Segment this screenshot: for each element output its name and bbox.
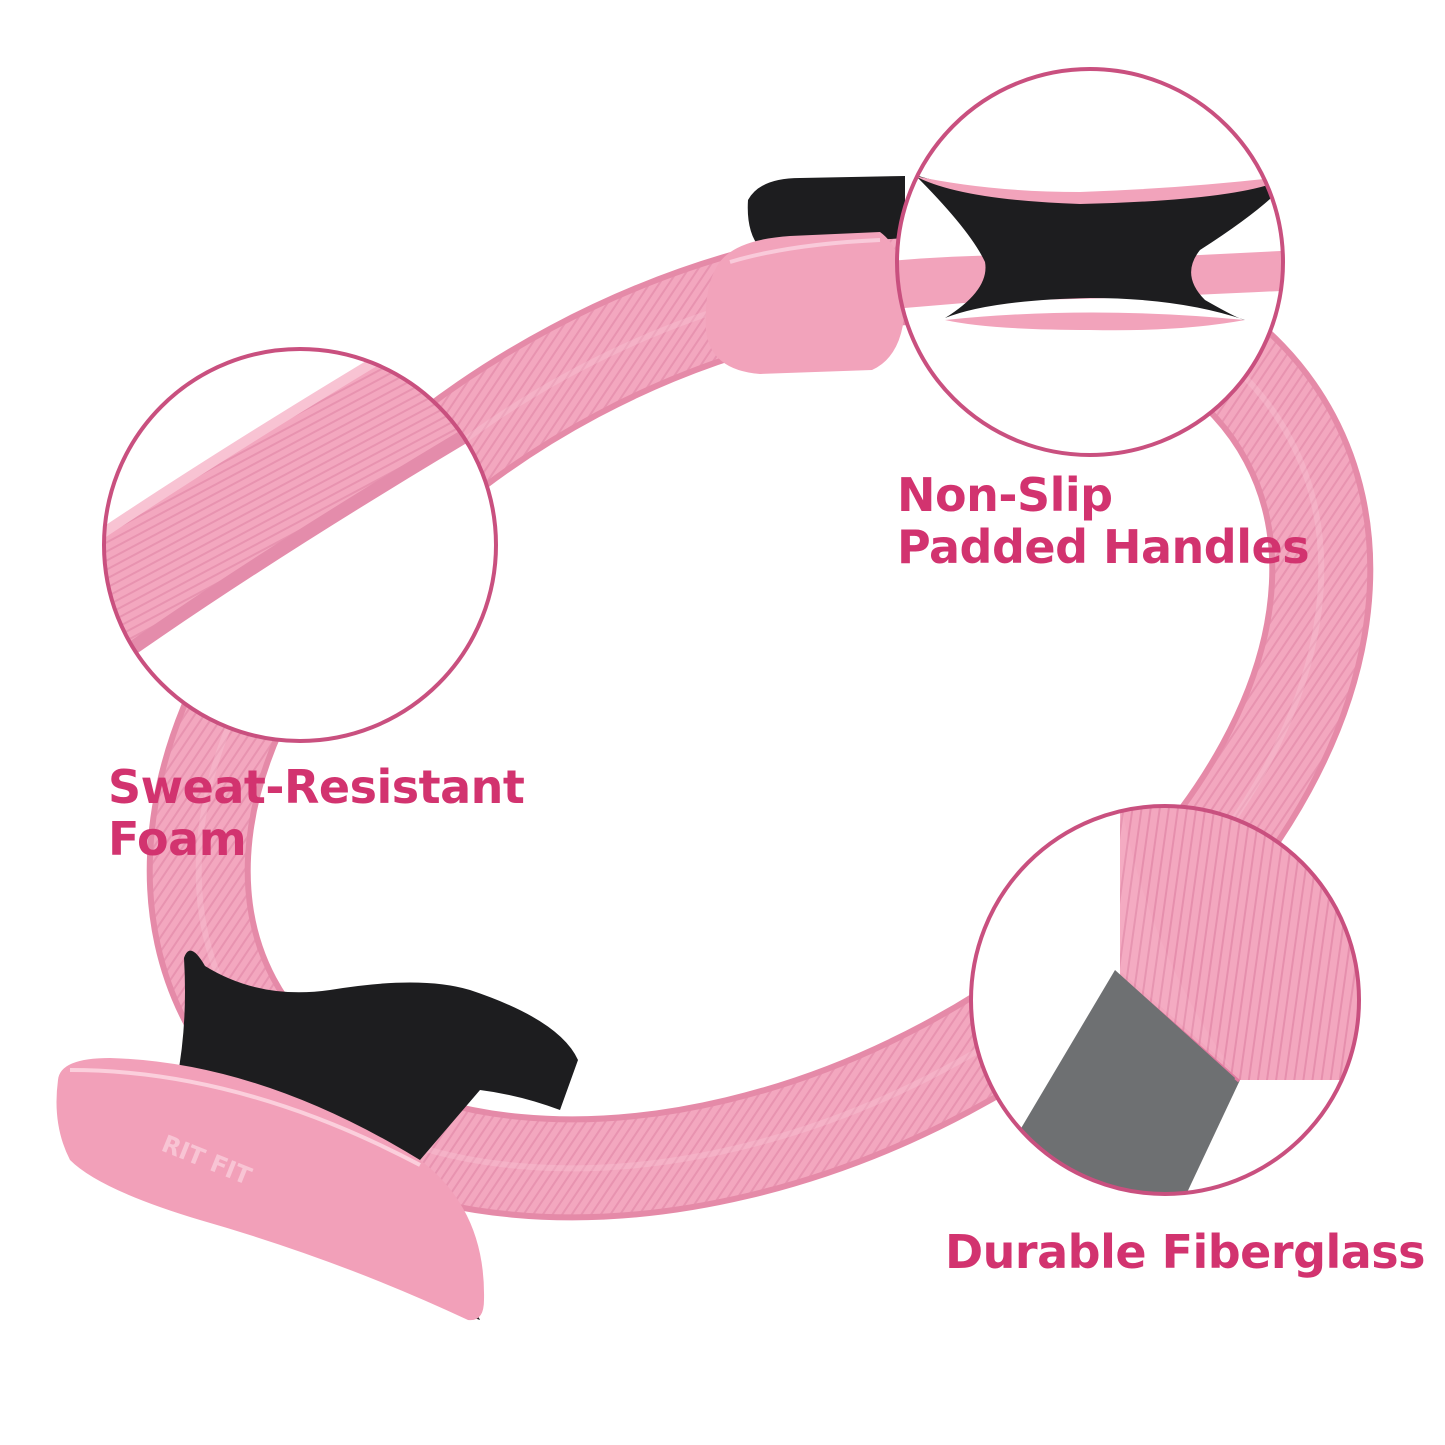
fiberglass-zoom-circle [969, 804, 1361, 1196]
foam-callout-line2: Foam [108, 811, 247, 866]
fiberglass-callout-line1: Durable Fiberglass [945, 1225, 1426, 1279]
fiberglass-callout-label: Durable Fiberglass [945, 1225, 1426, 1279]
handles-callout-line1: Non-Slip [897, 468, 1113, 522]
foam-callout-label: Sweat-Resistant Foam [108, 760, 525, 866]
top-handle [705, 176, 905, 374]
handle-zoom-circle [895, 67, 1285, 457]
handles-callout-line2: Padded Handles [897, 519, 1310, 574]
bottom-handle: RIT FIT [56, 950, 578, 1321]
foam-callout-line1: Sweat-Resistant [108, 760, 525, 814]
foam-zoom-circle [102, 347, 498, 743]
handles-callout-label: Non-Slip Padded Handles [897, 468, 1310, 574]
